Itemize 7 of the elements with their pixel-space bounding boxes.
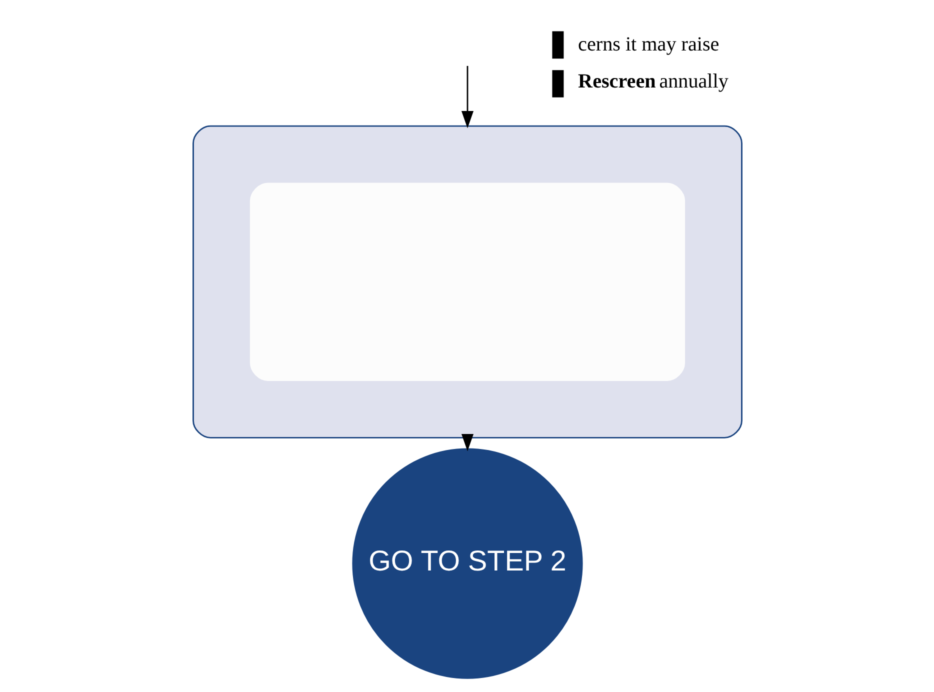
label: Rescreen annually: [578, 70, 728, 93]
arrow: [460, 434, 474, 452]
arrow: [460, 66, 474, 128]
cluster: [192, 125, 742, 438]
node-box: [249, 182, 685, 381]
label: cerns it may raise: [578, 33, 719, 56]
node-circle: GO TO STEP 2: [352, 448, 582, 679]
